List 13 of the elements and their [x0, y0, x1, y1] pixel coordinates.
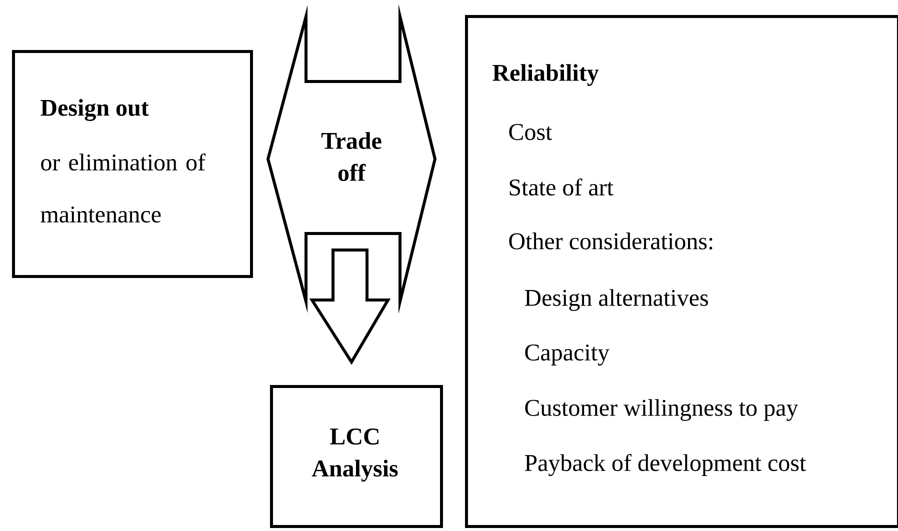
heading-text: Design out [40, 99, 149, 121]
block-arrow [309, 248, 391, 365]
heading-text: LCC Analysis [312, 428, 398, 482]
item-text: Payback of development cost [524, 454, 806, 476]
item-text: Other considerations: [509, 232, 712, 250]
item-text: State of art [510, 178, 614, 196]
item-text: or elimination of maintenance [40, 153, 206, 223]
item-text: Design alternatives [524, 289, 708, 311]
item-text: Capacity [525, 344, 610, 366]
heading-text: Reliability [492, 64, 599, 86]
item-text: Cost [509, 124, 552, 140]
edge-label: Trade off [321, 132, 382, 181]
item-text: Customer willingness to pay [525, 399, 798, 421]
